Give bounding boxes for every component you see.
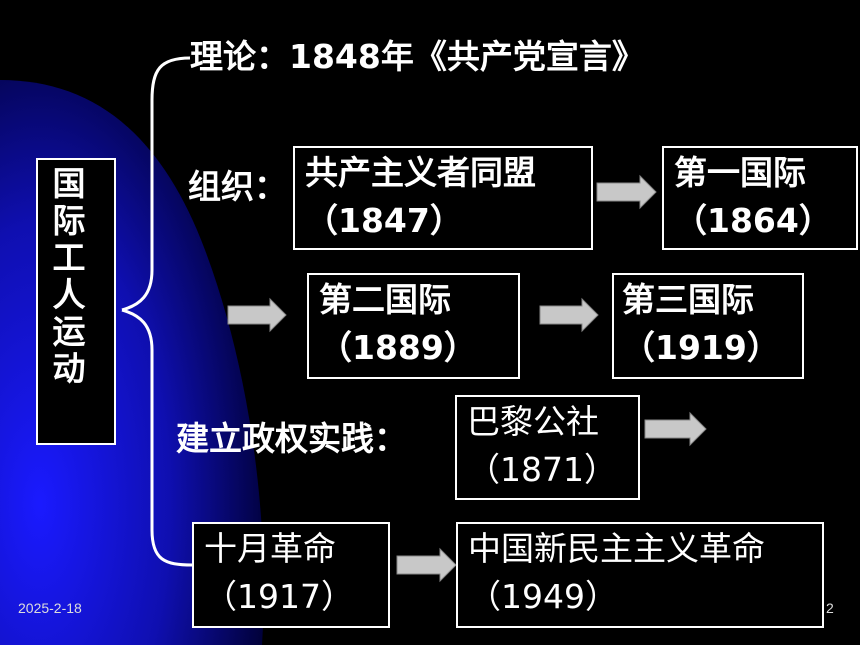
box-year: （1847） bbox=[305, 201, 463, 240]
box-first-international: 第一国际 （1864） bbox=[662, 146, 858, 250]
arrow-after-paris bbox=[644, 411, 707, 447]
root-node: 国际工人运动 bbox=[36, 158, 116, 445]
box-name: 巴黎公社 bbox=[467, 402, 599, 441]
box-name: 第三国际 bbox=[622, 280, 754, 319]
footer-date: 2025-2-18 bbox=[18, 600, 82, 616]
box-china-new-democratic-revolution: 中国新民主主义革命 （1949） bbox=[456, 522, 824, 628]
theory-line: 理论：1848年《共产党宣言》 bbox=[190, 37, 645, 76]
box-name: 十月革命 bbox=[204, 529, 336, 568]
arrow-october-to-china bbox=[396, 547, 457, 583]
upper-brace-line bbox=[121, 56, 191, 312]
box-name: 中国新民主主义革命 bbox=[468, 529, 765, 568]
box-second-international: 第二国际 （1889） bbox=[307, 273, 520, 379]
box-year: （1871） bbox=[467, 450, 617, 489]
box-name: 第一国际 bbox=[674, 153, 806, 192]
arrow-league-to-first bbox=[596, 174, 657, 210]
box-year: （1864） bbox=[674, 201, 832, 240]
box-paris-commune: 巴黎公社 （1871） bbox=[455, 395, 640, 500]
footer-page-number: 2 bbox=[826, 600, 834, 616]
box-year: （1919） bbox=[622, 328, 780, 367]
box-year: （1917） bbox=[204, 577, 354, 616]
box-year: （1949） bbox=[468, 577, 618, 616]
practice-label: 建立政权实践： bbox=[176, 419, 407, 458]
lower-brace-line bbox=[121, 308, 193, 567]
box-third-international: 第三国际 （1919） bbox=[612, 273, 804, 379]
arrow-second-to-third bbox=[539, 297, 599, 333]
box-name: 第二国际 bbox=[319, 280, 451, 319]
organization-label: 组织： bbox=[188, 167, 287, 206]
root-label: 国际工人运动 bbox=[47, 166, 86, 388]
box-year: （1889） bbox=[319, 328, 477, 367]
box-october-revolution: 十月革命 （1917） bbox=[192, 522, 390, 628]
arrow-to-second bbox=[227, 297, 287, 333]
box-communist-league: 共产主义者同盟 （1847） bbox=[293, 146, 593, 250]
box-name: 共产主义者同盟 bbox=[305, 153, 536, 192]
